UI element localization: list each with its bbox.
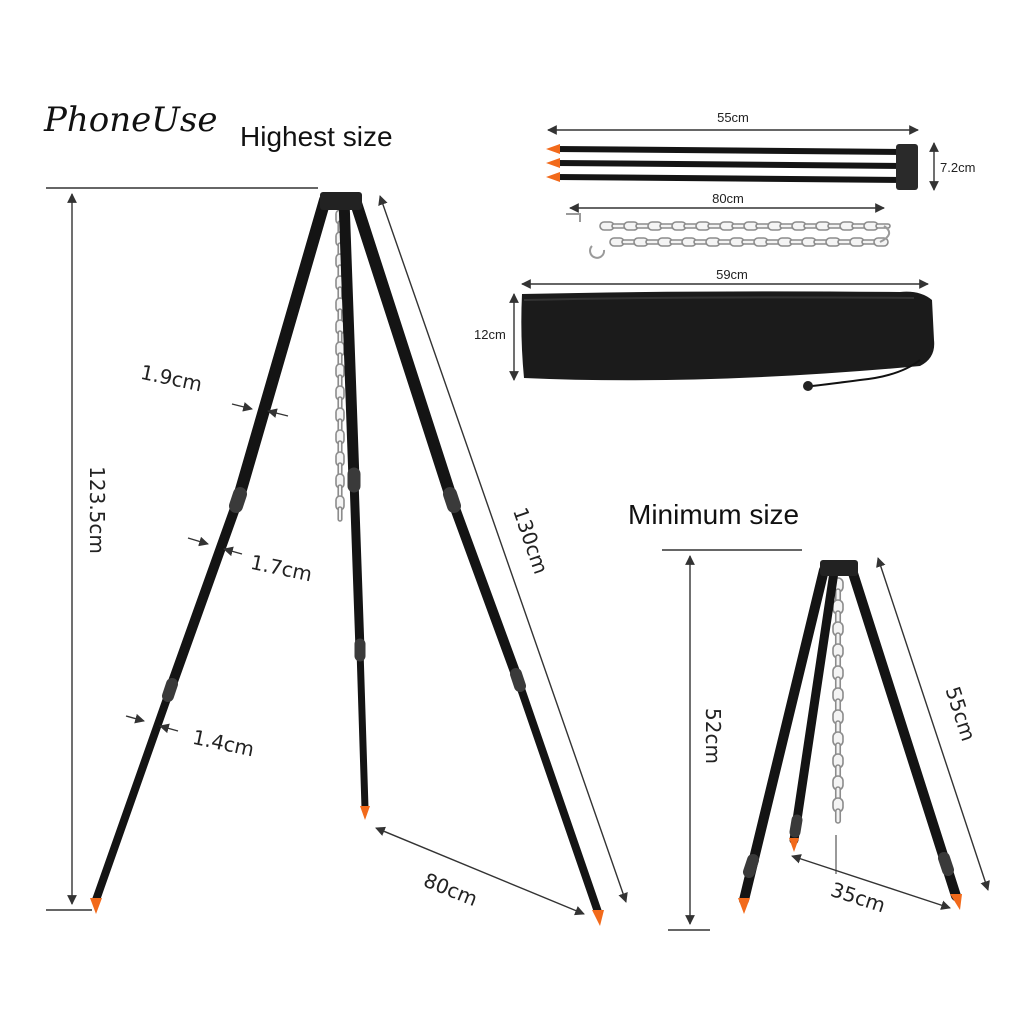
bag-cord-lock — [803, 381, 813, 391]
storage-bag — [521, 291, 935, 391]
chain-hook-bottom — [589, 245, 606, 259]
dim-tube-bottom-label: 1.4cm — [190, 725, 256, 761]
dim-folded-length-label: 55cm — [717, 110, 749, 125]
chain-hook-top — [566, 213, 581, 222]
dim-bag-height-label: 12cm — [474, 327, 506, 342]
chain-loose — [566, 213, 891, 259]
tip-center-min — [789, 838, 799, 852]
dim-tube-mid-label: 1.7cm — [248, 550, 314, 586]
tip-right-min — [950, 894, 962, 910]
dim-height-max: 123.5cm — [46, 187, 318, 911]
leg-left-min — [739, 565, 829, 905]
folded-tip-2 — [546, 158, 560, 168]
dim-tube-top-label: 1.9cm — [138, 360, 204, 396]
leg-center-min — [789, 567, 839, 845]
leg-left-max — [92, 194, 331, 904]
dim-bag-height: 12cm — [474, 293, 519, 381]
chain-link — [834, 808, 842, 824]
dim-folded-length: 55cm — [547, 110, 919, 135]
dim-leg-max-label: 130cm — [508, 504, 553, 577]
dim-chain-length: 80cm — [569, 191, 885, 213]
tip-center-max — [360, 806, 370, 820]
dim-span-min-label: 35cm — [828, 877, 889, 917]
chain-link — [875, 223, 891, 229]
tripod-min — [738, 560, 962, 914]
dim-chain-length-label: 80cm — [712, 191, 744, 206]
dim-height-max-label: 123.5cm — [85, 466, 109, 554]
folded-tip-1 — [546, 144, 560, 154]
chain-min — [832, 577, 844, 824]
chain-link — [337, 506, 343, 522]
tip-left-min — [738, 898, 750, 914]
tripod-head-min — [820, 560, 858, 576]
dim-span-max-label: 80cm — [420, 868, 481, 911]
dim-bag-length: 59cm — [521, 267, 929, 289]
leg-right-min — [847, 565, 961, 901]
folded-poles — [546, 144, 918, 190]
dim-folded-height-label: 7.2cm — [940, 160, 975, 175]
dim-leg-min-label: 55cm — [941, 684, 981, 745]
leg-center-max — [338, 194, 369, 812]
bag-drawstring — [811, 359, 921, 387]
brand-logo: PhoneUse — [43, 100, 218, 140]
tip-left-max — [90, 898, 102, 914]
dim-bag-length-label: 59cm — [716, 267, 748, 282]
dim-height-min-label: 52cm — [701, 708, 725, 764]
folded-tip-3 — [546, 172, 560, 182]
tip-right-max — [592, 910, 604, 926]
tripod-head-max — [320, 192, 362, 210]
dim-span-min: 35cm — [791, 854, 951, 917]
heading-minimum-size: Minimum size — [628, 499, 799, 530]
dim-span-max: 80cm — [375, 826, 585, 916]
chain-loop-end — [879, 225, 891, 243]
dim-height-min: 52cm — [662, 549, 802, 931]
dim-folded-height: 7.2cm — [929, 142, 975, 191]
heading-highest-size: Highest size — [240, 121, 393, 152]
